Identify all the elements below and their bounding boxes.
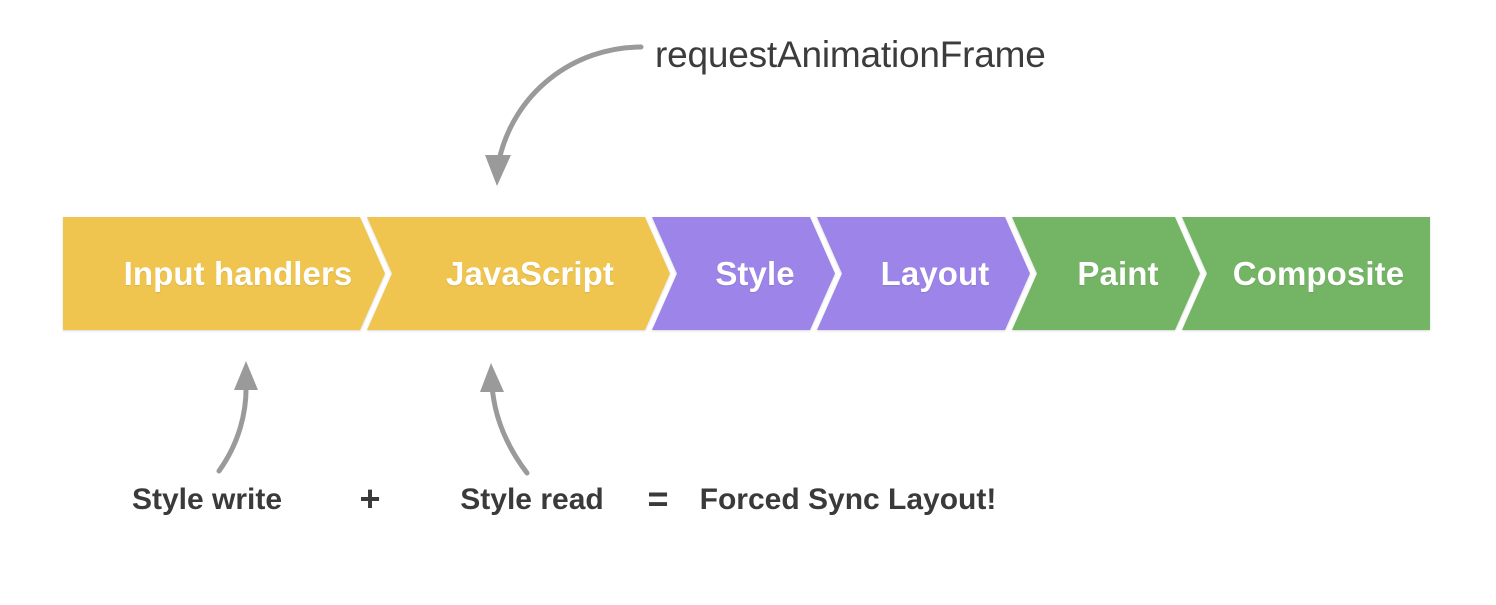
- stage-label-paint: Paint: [1077, 254, 1159, 292]
- stage-shape-style: [652, 217, 835, 330]
- equation-term-style-write: Style write: [131, 483, 283, 516]
- equation-result-forced-sync-layout: Forced Sync Layout!: [699, 483, 997, 516]
- stage-shape-input-handlers: [63, 217, 385, 330]
- equation-operator-equals: =: [647, 478, 669, 519]
- stage-label-input-handlers: Input handlers: [123, 254, 353, 292]
- style-read-arrow-icon: [480, 363, 530, 476]
- stage-label-composite: Composite: [1232, 254, 1405, 292]
- rendering-pipeline-bar: Input handlers JavaScript Style Layout P…: [60, 217, 1430, 330]
- page-title: requestAnimationFrame: [655, 34, 1046, 75]
- stage-shape-paint: [1012, 217, 1200, 330]
- equation-term-style-read: Style read: [460, 483, 604, 516]
- equation-operator-plus: +: [359, 478, 381, 519]
- stage-shape-layout: [817, 217, 1030, 330]
- stage-shape-composite: [1182, 217, 1430, 330]
- style-write-arrow-icon: [216, 361, 258, 474]
- pipeline-shapes: [63, 217, 1430, 330]
- raf-arrow-icon: [485, 44, 644, 186]
- stage-label-layout: Layout: [880, 254, 990, 292]
- stage-shape-javascript: [367, 217, 670, 330]
- stage-label-style: Style: [715, 254, 795, 292]
- stage-label-javascript: JavaScript: [446, 254, 614, 292]
